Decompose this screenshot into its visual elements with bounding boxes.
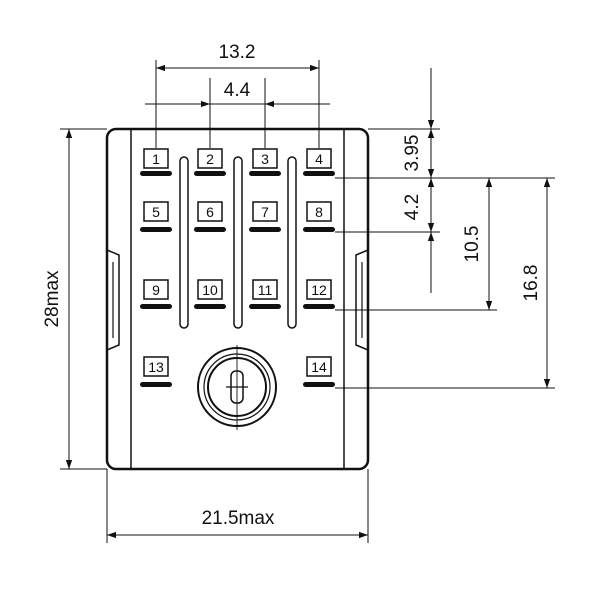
socket-body <box>105 127 370 471</box>
terminal-8: 8 <box>303 201 335 232</box>
dim-label-28max: 28max <box>42 270 63 328</box>
terminal-9: 9 <box>140 279 172 309</box>
pin-label: 8 <box>315 204 323 220</box>
pin-label: 1 <box>152 151 160 167</box>
terminals: 1 2 3 4 5 6 7 <box>140 148 335 387</box>
terminal-5: 5 <box>140 201 172 232</box>
terminal-12: 12 <box>303 279 335 309</box>
dim-label-13.2: 13.2 <box>219 42 256 63</box>
pin-label: 12 <box>311 282 327 298</box>
terminal-11: 11 <box>249 279 281 309</box>
terminal-13: 13 <box>140 356 172 387</box>
terminal-2: 2 <box>194 148 226 176</box>
pin-label: 11 <box>258 282 273 298</box>
pin-label: 4 <box>315 151 323 167</box>
rib-2 <box>233 156 243 329</box>
pin-label: 2 <box>206 151 214 167</box>
left-latch <box>106 249 120 351</box>
terminal-1: 1 <box>140 148 172 176</box>
terminal-6: 6 <box>194 201 226 232</box>
dim-label-21.5max: 21.5max <box>202 508 275 529</box>
dim-label-4.2: 4.2 <box>402 194 423 220</box>
terminal-14: 14 <box>303 356 335 387</box>
rib-3 <box>287 156 297 329</box>
dimension-lines <box>60 60 555 543</box>
dim-label-4.4: 4.4 <box>224 80 251 101</box>
mounting-screw-icon <box>197 345 277 430</box>
pin-label: 9 <box>152 282 160 298</box>
terminal-4: 4 <box>303 148 335 176</box>
pin-label: 5 <box>152 204 160 220</box>
pin-label: 3 <box>261 151 269 167</box>
terminal-7: 7 <box>249 201 281 232</box>
body-inner-outline <box>130 128 345 470</box>
terminal-3: 3 <box>249 148 281 176</box>
pin-label: 6 <box>206 204 214 220</box>
terminal-10: 10 <box>194 279 226 309</box>
pin-label: 14 <box>311 359 327 375</box>
right-latch <box>355 249 369 351</box>
rib-1 <box>179 156 189 329</box>
pin-label: 10 <box>202 282 218 298</box>
dim-label-16.8: 16.8 <box>521 265 542 302</box>
pin-label: 13 <box>148 359 164 375</box>
pin-label: 7 <box>261 204 269 220</box>
dim-label-3.95: 3.95 <box>402 135 423 172</box>
dim-label-10.5: 10.5 <box>462 226 483 263</box>
dimension-labels: 13.2 4.4 21.5max 28max 3.95 4.2 10.5 16.… <box>42 42 542 529</box>
